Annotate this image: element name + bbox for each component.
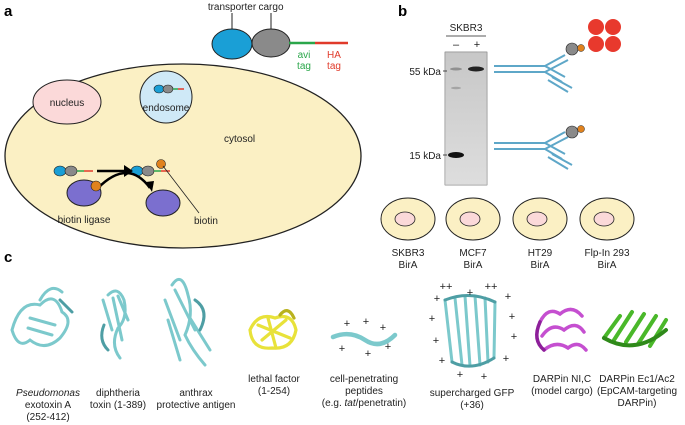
endosome — [139, 70, 193, 124]
label-lf-1: lethal factor — [248, 374, 300, 385]
charge-plus: + — [467, 287, 473, 299]
streptavidin-tetramer — [588, 19, 621, 52]
detection-complex-upper — [494, 54, 573, 93]
cell-3-name: HT29 — [528, 248, 553, 259]
label-dt-1: diphtheria — [96, 388, 140, 399]
panel-label-a: a — [4, 3, 13, 20]
structure-pseudomonas-exotoxin — [10, 286, 74, 347]
charge-plusplus: ++ — [485, 281, 498, 293]
structure-diphtheria-toxin — [100, 289, 130, 360]
label-darpin-nic-2: (model cargo) — [531, 386, 593, 397]
biotin-ligase-label: biotin ligase — [58, 215, 111, 226]
avi-tag-label-2: tag — [297, 61, 311, 72]
label-cpp-3: (e.g. tat/penetratin) — [322, 398, 407, 409]
structure-supercharged-gfp — [443, 294, 497, 368]
biotin-label: biotin — [194, 216, 218, 227]
label-lf-2: (1-254) — [258, 386, 290, 397]
fusion-construct — [211, 28, 348, 60]
band-55kda — [468, 66, 484, 72]
structure-lethal-factor — [248, 309, 298, 350]
charge-plus: + — [344, 318, 350, 330]
cell-4-name: Flp-In 293 — [584, 248, 629, 259]
label-gfp-2: (+36) — [460, 400, 484, 411]
label-darpin-ec1-2: (EpCAM-targeting — [597, 386, 677, 397]
label-pe-1: Pseudomonas — [16, 388, 80, 399]
detection-complex-lower — [494, 131, 573, 170]
lane-plus: + — [474, 39, 480, 51]
label-cpp-1: cell-penetrating — [330, 374, 398, 385]
charge-plus: + — [363, 316, 369, 328]
label-darpin-ec1-3: DARPin) — [618, 398, 657, 409]
structure-cpp — [330, 331, 398, 347]
charge-plus: + — [509, 311, 515, 323]
marker-15: 15 kDa — [409, 151, 441, 162]
structure-anthrax-pa — [163, 277, 212, 367]
charge-plusplus: ++ — [440, 281, 453, 293]
endosome-label: endosome — [143, 103, 190, 114]
cell-3-birA: BirA — [531, 260, 550, 271]
cell-2-name: MCF7 — [459, 248, 487, 259]
cytosol-label: cytosol — [224, 134, 255, 145]
label-pe-2: exotoxin A — [25, 400, 71, 411]
band-15kda — [448, 152, 464, 158]
transporter-domain — [211, 28, 253, 60]
cell-4-birA: BirA — [598, 260, 617, 271]
charge-plus: + — [429, 313, 435, 325]
marker-55: 55 kDa — [409, 67, 441, 78]
cargo-domain — [251, 28, 291, 58]
charge-plus: + — [385, 341, 391, 353]
structure-darpin-ec1 — [602, 310, 668, 348]
charge-plus: + — [511, 331, 517, 343]
label-pa-2: protective antigen — [157, 400, 236, 411]
charge-plus: + — [433, 335, 439, 347]
charge-plus: + — [365, 348, 371, 360]
charge-plus: + — [380, 322, 386, 334]
lane-minus: – — [453, 39, 460, 51]
charge-plus: + — [503, 353, 509, 365]
structure-darpin-nic — [535, 307, 588, 352]
charge-plus: + — [434, 293, 440, 305]
ha-tag-label-2: tag — [327, 61, 341, 72]
nucleus-label: nucleus — [50, 98, 84, 109]
cell-1-birA: BirA — [399, 260, 418, 271]
panel-label-b: b — [398, 3, 407, 20]
ha-tag-label-1: HA — [327, 50, 341, 61]
blot-cell-line: SKBR3 — [450, 23, 483, 34]
label-dt-2: toxin (1-389) — [90, 400, 146, 411]
label-gfp-1: supercharged GFP — [430, 388, 515, 399]
charge-plus: + — [481, 371, 487, 383]
avi-tag-label-1: avi — [298, 50, 311, 61]
cell-2-birA: BirA — [464, 260, 483, 271]
label-pe-3: (252-412) — [26, 412, 69, 423]
panel-label-c: c — [4, 249, 12, 266]
nucleus — [32, 79, 102, 125]
label-darpin-ec1-1: DARPin Ec1/Ac2 — [599, 374, 675, 385]
label-cpp-2: peptides — [345, 386, 383, 397]
cargo-label: cargo — [258, 2, 283, 13]
biotin-ligase-free — [145, 189, 181, 217]
charge-plus: + — [505, 291, 511, 303]
charge-plus: + — [439, 355, 445, 367]
label-pa-1: anthrax — [179, 388, 212, 399]
transporter-label: transporter — [208, 2, 257, 13]
label-darpin-nic-1: DARPin NI,C — [533, 374, 591, 385]
cell-1-name: SKBR3 — [392, 248, 425, 259]
cell-line-icons — [380, 197, 635, 241]
charge-plus: + — [339, 343, 345, 355]
charge-plus: + — [457, 369, 463, 381]
